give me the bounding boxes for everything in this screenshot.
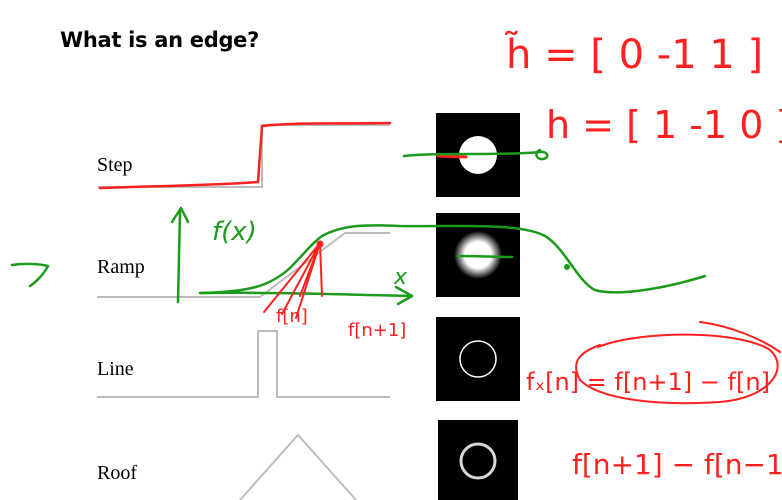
step-image bbox=[436, 113, 520, 197]
ink-step-line bbox=[402, 148, 549, 161]
ink-derivative-backward: f[n+1] − f[n−1] bbox=[572, 448, 782, 481]
ink-f-of-x: f(x) bbox=[212, 217, 257, 247]
line-image bbox=[436, 317, 520, 401]
ink-step-trace bbox=[98, 121, 392, 190]
ink-ramp-side-arrow bbox=[10, 262, 50, 288]
ink-x-label: x bbox=[393, 265, 408, 290]
ink-f-n: f[n] bbox=[276, 306, 308, 327]
ink-circle-term bbox=[575, 333, 779, 405]
ink-dot-green bbox=[564, 264, 570, 270]
edge-label-step: Step bbox=[97, 154, 133, 176]
line-profile bbox=[97, 330, 390, 398]
ink-dot-red bbox=[316, 240, 324, 248]
ink-derivative-forward: fₓ[n] = f[n+1] − f[n] bbox=[526, 368, 770, 396]
roof-image bbox=[438, 420, 518, 500]
ink-ramp-tangents bbox=[263, 242, 323, 319]
roof-profile bbox=[239, 433, 357, 500]
ink-ramp-line-through bbox=[456, 254, 514, 259]
ink-h-tilde: h̃ = [ 0 -1 1 ] bbox=[504, 30, 763, 78]
ink-ramp-curve bbox=[198, 224, 707, 295]
ink-step-mark bbox=[436, 154, 468, 159]
slide-title: What is an edge? bbox=[60, 28, 260, 52]
ink-y-axis bbox=[170, 206, 190, 304]
edge-label-roof: Roof bbox=[97, 462, 137, 484]
ink-f-n-plus-1: f[n+1] bbox=[348, 320, 406, 341]
edge-label-line: Line bbox=[97, 358, 134, 380]
step-profile bbox=[97, 124, 390, 188]
edge-label-ramp: Ramp bbox=[97, 256, 145, 278]
ink-circle-tail bbox=[699, 321, 781, 353]
ink-h: h = [ 1 -1 0 ] bbox=[546, 103, 782, 147]
